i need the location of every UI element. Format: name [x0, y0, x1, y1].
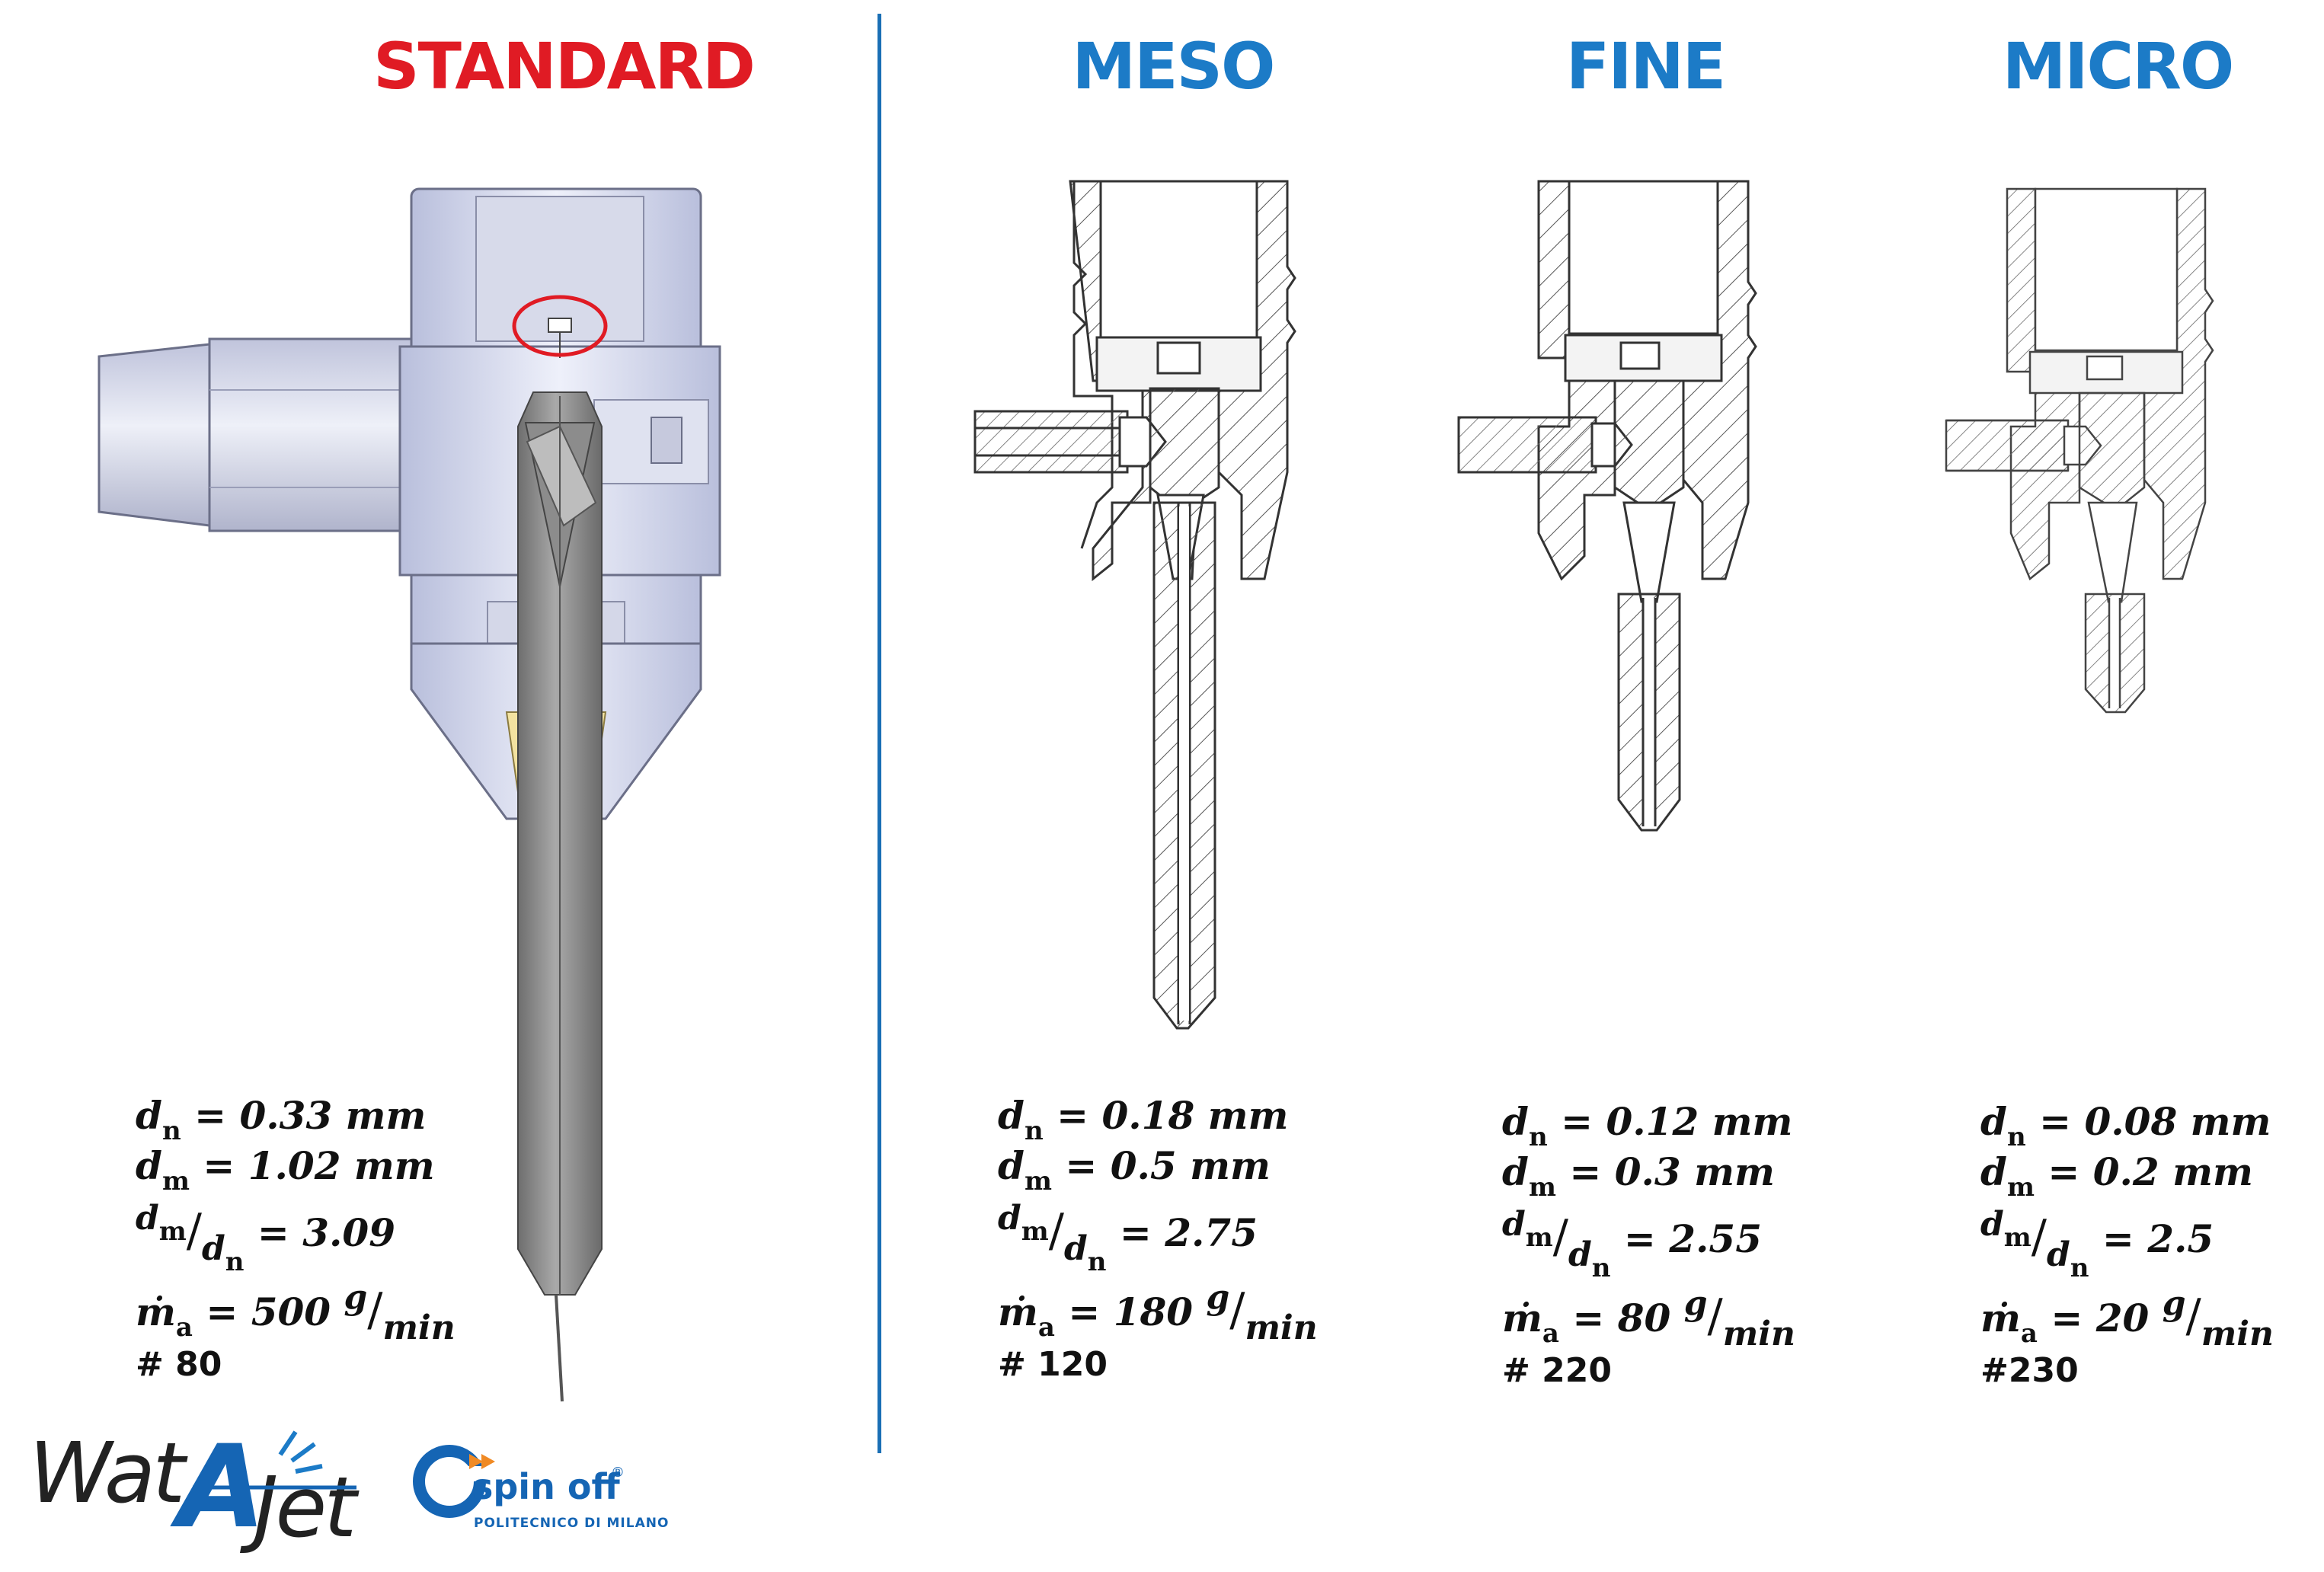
watajet-splash-icon [193, 1430, 356, 1490]
spinoff-logo: spin off ® POLITECNICO DI MILANO [411, 1443, 686, 1550]
polimi-text: POLITECNICO DI MILANO [474, 1516, 670, 1531]
spinoff-text: spin off [472, 1466, 620, 1507]
micro-nozzle-drawing [1945, 187, 2214, 714]
watajet-logo: Wat A Jet [29, 1421, 364, 1561]
spinoff-circle-icon [413, 1445, 495, 1518]
watajet-wat: Wat [29, 1424, 185, 1522]
title-fine: FINE [1565, 29, 1726, 104]
column-divider [877, 14, 881, 1453]
fine-nozzle-drawing [1457, 180, 1757, 832]
title-meso: MESO [1072, 29, 1276, 104]
standard-nozzle-drawing [97, 187, 721, 1402]
title-standard: STANDARD [373, 29, 756, 104]
watajet-jet: Jet [254, 1459, 356, 1556]
spinoff-registered: ® [611, 1465, 625, 1481]
title-micro: MICRO [2002, 29, 2235, 104]
meso-nozzle-drawing [973, 180, 1296, 1030]
